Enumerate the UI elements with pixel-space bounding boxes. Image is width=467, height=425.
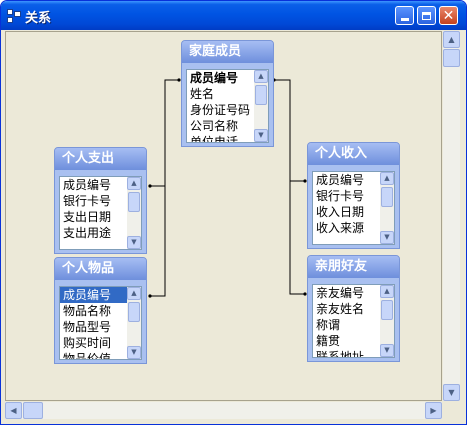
chevron-up-icon[interactable]: ▲	[127, 177, 141, 190]
field-list[interactable]: 成员编号银行卡号支出日期支出用途▲▼	[59, 176, 142, 250]
link-family-friends	[274, 79, 305, 295]
scroll-up-button[interactable]: ▲	[443, 31, 460, 48]
chevron-up-icon[interactable]: ▲	[254, 70, 268, 83]
field-item[interactable]: 籍贯	[316, 334, 341, 348]
field-item[interactable]: 银行卡号	[316, 189, 365, 203]
table-family[interactable]: 家庭成员成员编号姓名身份证号码公司名称单位电话▲▼	[181, 40, 274, 147]
chevron-down-icon[interactable]: ▼	[380, 231, 394, 244]
table-income[interactable]: 个人收入成员编号银行卡号收入日期收入来源▲▼	[307, 142, 400, 249]
field-list[interactable]: 成员编号物品名称物品型号购买时间物品价值▲▼	[59, 286, 142, 360]
field-item[interactable]: 姓名	[190, 87, 215, 101]
table-items[interactable]: 个人物品成员编号物品名称物品型号购买时间物品价值▲▼	[54, 257, 147, 364]
maximize-icon	[422, 11, 431, 20]
field-list-scrollbar[interactable]: ▲▼	[254, 70, 268, 142]
field-item[interactable]: 支出用途	[63, 226, 112, 240]
field-list-scroll-thumb[interactable]	[255, 85, 267, 105]
chevron-down-icon[interactable]: ▼	[127, 236, 141, 249]
field-item[interactable]: 成员编号	[190, 71, 239, 85]
field-item[interactable]: 支出日期	[63, 210, 112, 224]
close-icon: ✕	[442, 7, 455, 24]
scroll-corner	[443, 402, 460, 419]
minimize-button[interactable]	[395, 6, 414, 25]
relationships-app-icon	[7, 9, 21, 23]
field-item[interactable]: 单位电话	[190, 135, 239, 143]
field-list[interactable]: 成员编号银行卡号收入日期收入来源▲▼	[312, 171, 395, 245]
scroll-down-button[interactable]: ▼	[443, 384, 460, 401]
field-item[interactable]: 称谓	[316, 318, 341, 332]
field-item[interactable]: 物品型号	[63, 320, 112, 334]
table-title[interactable]: 个人收入	[308, 143, 399, 165]
minimize-icon	[400, 18, 409, 21]
field-item[interactable]: 成员编号	[316, 173, 365, 187]
scroll-left-button[interactable]: ◀	[5, 402, 22, 419]
maximize-button[interactable]	[417, 6, 436, 25]
field-item[interactable]: 收入来源	[316, 221, 365, 235]
field-item[interactable]: 亲友编号	[316, 286, 365, 300]
field-list[interactable]: 亲友编号亲友姓名称谓籍贯联系地址▲▼	[312, 284, 395, 358]
chevron-up-icon[interactable]: ▲	[380, 172, 394, 185]
window-title: 关系	[25, 11, 52, 26]
field-item[interactable]: 身份证号码	[190, 103, 251, 117]
field-item[interactable]: 亲友姓名	[316, 302, 365, 316]
field-list-scroll-thumb[interactable]	[381, 187, 393, 207]
table-title[interactable]: 个人支出	[55, 148, 146, 170]
chevron-up-icon[interactable]: ▲	[127, 287, 141, 300]
horizontal-scrollbar[interactable]: ◀ ▶	[5, 402, 442, 419]
scroll-right-button[interactable]: ▶	[425, 402, 442, 419]
field-list-scroll-thumb[interactable]	[381, 300, 393, 320]
chevron-up-icon[interactable]: ▲	[380, 285, 394, 298]
chevron-down-icon[interactable]: ▼	[380, 344, 394, 357]
field-item[interactable]: 成员编号	[63, 178, 112, 192]
field-list-scroll-thumb[interactable]	[128, 192, 140, 212]
field-item[interactable]: 购买时间	[63, 336, 112, 350]
field-list-scroll-thumb[interactable]	[128, 302, 140, 322]
chevron-down-icon[interactable]: ▼	[127, 346, 141, 359]
field-item[interactable]: 收入日期	[316, 205, 365, 219]
close-button[interactable]: ✕	[439, 6, 458, 25]
field-list-scrollbar[interactable]: ▲▼	[380, 172, 394, 244]
field-list[interactable]: 成员编号姓名身份证号码公司名称单位电话▲▼	[186, 69, 269, 143]
field-item[interactable]: 公司名称	[190, 119, 239, 133]
vertical-scroll-thumb[interactable]	[443, 49, 460, 67]
field-item[interactable]: 银行卡号	[63, 194, 112, 208]
vertical-scrollbar[interactable]: ▲ ▼	[443, 31, 460, 401]
relationship-lines	[148, 78, 307, 298]
field-item[interactable]: 物品价值	[63, 352, 112, 360]
table-friends[interactable]: 亲朋好友亲友编号亲友姓名称谓籍贯联系地址▲▼	[307, 255, 400, 362]
table-title[interactable]: 亲朋好友	[308, 256, 399, 278]
field-list-scrollbar[interactable]: ▲▼	[380, 285, 394, 357]
field-list-scrollbar[interactable]: ▲▼	[127, 287, 141, 359]
field-item[interactable]: 成员编号	[60, 287, 141, 303]
field-list-scrollbar[interactable]: ▲▼	[127, 177, 141, 249]
link-family-items	[150, 79, 179, 297]
field-item[interactable]: 物品名称	[63, 304, 112, 318]
chevron-down-icon[interactable]: ▼	[254, 129, 268, 142]
horizontal-scroll-thumb[interactable]	[23, 402, 43, 419]
table-title[interactable]: 个人物品	[55, 258, 146, 280]
relationship-canvas[interactable]: 家庭成员成员编号姓名身份证号码公司名称单位电话▲▼ 个人支出成员编号银行卡号支出…	[5, 31, 442, 401]
title-bar[interactable]: 关系 ✕	[1, 1, 466, 30]
table-title[interactable]: 家庭成员	[182, 41, 273, 63]
table-expense[interactable]: 个人支出成员编号银行卡号支出日期支出用途▲▼	[54, 147, 147, 254]
field-item[interactable]: 联系地址	[316, 350, 365, 358]
